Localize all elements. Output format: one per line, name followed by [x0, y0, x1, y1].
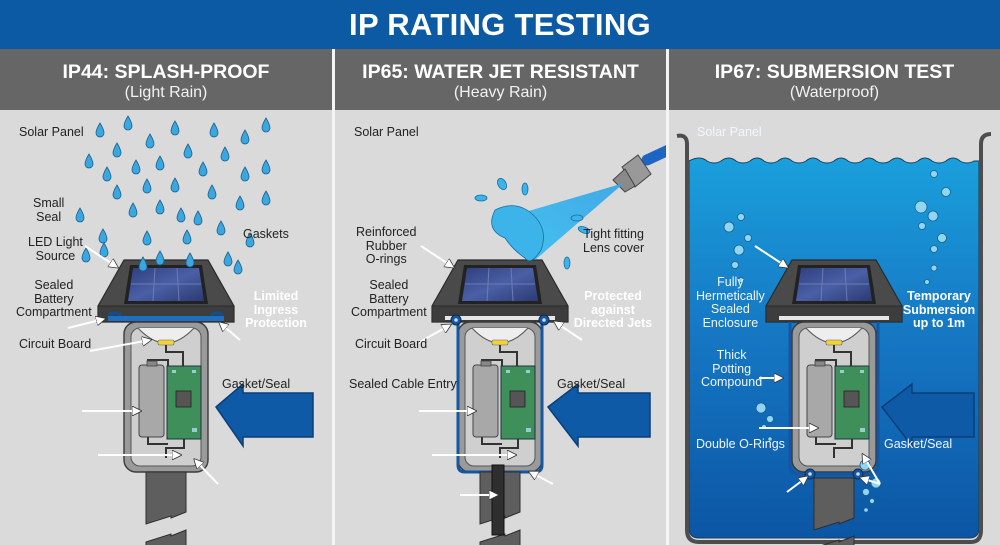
callout-text: Temporary Submersion up to 1m: [902, 289, 976, 330]
label-lens-cover: Tight fitting Lens cover: [583, 227, 645, 255]
bubbles-icon: [723, 170, 951, 513]
label-battery: Sealed Battery Compartment: [16, 278, 92, 319]
callout-text: Limited Ingress Protection: [245, 289, 307, 330]
panel-title: IP65: WATER JET RESISTANT: [362, 61, 639, 83]
sealed-cable-icon: [491, 464, 505, 536]
label-solar-panel: Solar Panel: [354, 125, 419, 139]
panel-title: IP44: SPLASH-PROOF: [62, 61, 270, 83]
page-title: IP RATING TESTING: [0, 0, 1000, 49]
label-solar-panel: Solar Panel: [697, 125, 762, 139]
panel-subtitle: (Light Rain): [124, 84, 208, 101]
panel-title: IP67: SUBMERSION TEST: [714, 61, 955, 83]
callout-arrow-icon: [880, 382, 975, 449]
panel-ip44: IP44: SPLASH-PROOF (Light Rain): [0, 49, 332, 545]
rain-drops-icon: [75, 115, 271, 223]
label-circuit-board: Circuit Board: [19, 337, 92, 351]
label-led: LED Light Source: [28, 235, 83, 263]
label-circuit-board: Circuit Board: [355, 337, 428, 351]
panel-ip65: IP65: WATER JET RESISTANT (Heavy Rain): [335, 49, 666, 545]
panel-subtitle: (Waterproof): [789, 84, 880, 101]
label-enclosure: Fully Hermetically Sealed Enclosure: [696, 275, 765, 330]
label-gasket-seal: Gasket/Seal: [557, 377, 626, 391]
label-potting: Thick Potting Compound: [701, 348, 763, 389]
ip44-diagram: [67, 115, 314, 545]
panel-header: IP65: WATER JET RESISTANT (Heavy Rain): [335, 49, 666, 110]
label-cable-entry: Sealed Cable Entry: [349, 377, 457, 391]
label-gasket-seal: Gasket/Seal: [222, 377, 291, 391]
panel-divider: [666, 49, 669, 545]
label-gaskets: Gaskets: [243, 227, 289, 241]
label-orings: Reinforced Rubber O-rings: [356, 225, 417, 266]
label-solar-panel: Solar Panel: [19, 125, 84, 139]
label-battery: Sealed Battery Compartment: [351, 278, 427, 319]
callout-text: Protected against Directed Jets: [573, 289, 653, 330]
panel-divider: [332, 49, 335, 545]
label-double-orings: Double O-Rings: [696, 437, 785, 451]
callout-arrow-icon: [214, 382, 314, 449]
hose-nozzle-icon: [612, 145, 666, 193]
ip65-diagram: [417, 145, 666, 545]
panel-header: IP67: SUBMERSION TEST (Waterproof): [669, 49, 1000, 110]
callout-arrow-icon: [546, 382, 651, 449]
panel-subtitle: (Heavy Rain): [453, 84, 548, 101]
label-gasket-seal: Gasket/Seal: [884, 437, 953, 451]
ip67-diagram: [676, 132, 992, 545]
panel-ip67: IP67: SUBMERSION TEST (Waterproof) Solar…: [669, 49, 1000, 545]
label-small-seal: Small Seal: [33, 196, 65, 224]
panel-header: IP44: SPLASH-PROOF (Light Rain): [0, 49, 332, 110]
